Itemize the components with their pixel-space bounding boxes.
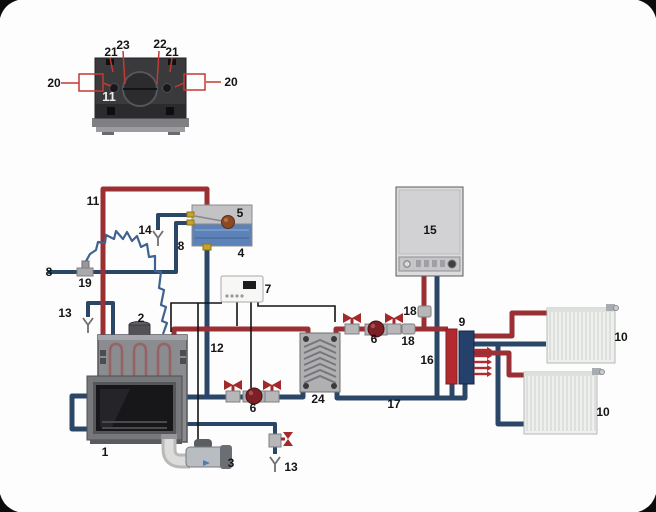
controller-body [220, 275, 264, 303]
funnel-13-left [82, 317, 94, 333]
pipe-fill-8 [48, 221, 193, 274]
label-6-left: 6 [250, 401, 257, 415]
pipe-fireplace-to-exchanger [171, 326, 311, 336]
manifold-outlets [474, 347, 492, 377]
tank-fitting-upper [186, 211, 195, 218]
float-rod [194, 215, 223, 222]
valve-right-a [343, 313, 361, 335]
boiler [395, 186, 464, 277]
float-ball [221, 215, 235, 229]
label-20-right: 20 [224, 75, 238, 89]
fireplace-top-view: 21 23 22 21 20 20 11 [47, 37, 238, 135]
valve-right-b [385, 313, 403, 335]
label-4: 4 [238, 246, 245, 260]
label-14: 14 [138, 223, 152, 237]
label-16: 16 [420, 353, 434, 367]
schematic-labels: 11 14 8 5 4 8 19 13 2 7 12 15 6 6 18 18 … [46, 194, 628, 474]
label-13-left: 13 [58, 306, 72, 320]
flexible-coil-hose [84, 229, 169, 335]
pipe-17 [334, 384, 468, 401]
valve-left-a [224, 380, 242, 403]
label-11: 11 [87, 194, 100, 208]
pipe-11-supply-to-tank [100, 186, 210, 335]
funnel-13-bottom [269, 456, 281, 472]
label-18-horizontal: 18 [401, 334, 415, 348]
controller [220, 275, 264, 303]
label-21-right: 21 [165, 45, 179, 59]
label-3: 3 [228, 456, 235, 470]
radiator-valve [592, 368, 601, 375]
wire-to-right-pump [257, 302, 336, 322]
radiator-valve [606, 304, 615, 311]
tank-fitting-lower [186, 219, 195, 226]
label-10-lower: 10 [596, 405, 610, 419]
radiator-fins [526, 375, 596, 431]
label-18-vertical: 18 [403, 304, 417, 318]
label-20-left: 20 [47, 76, 61, 90]
funnel-14 [152, 230, 164, 246]
radiator-lower [523, 368, 605, 435]
label-21-left: 21 [104, 45, 118, 59]
pipe-radiator-upper-supply [460, 310, 547, 339]
label-10-upper: 10 [614, 330, 628, 344]
top-view-base [92, 118, 189, 127]
label-1: 1 [102, 445, 109, 459]
leader-lines [61, 50, 221, 92]
label-6-right: 6 [371, 332, 378, 346]
label-24: 24 [311, 392, 325, 406]
port-left [109, 83, 119, 93]
label-8-left: 8 [46, 265, 53, 279]
controller-wires [170, 302, 336, 441]
label-9: 9 [459, 315, 466, 329]
label-5: 5 [237, 206, 244, 220]
controller-display [243, 281, 256, 289]
fireplace [86, 321, 188, 444]
pipe-radiator-lower-supply [460, 350, 527, 378]
manifold-return-bar [458, 330, 475, 385]
fitting-18-horizontal [401, 323, 416, 335]
pipe-overflow-14 [156, 213, 193, 230]
fitting-19 [76, 260, 94, 277]
heat-exchanger [299, 332, 341, 393]
label-11-topview: 11 [102, 89, 116, 104]
label-2: 2 [138, 311, 145, 325]
label-22: 22 [153, 37, 167, 51]
manifold [445, 328, 492, 385]
pump-left [242, 387, 266, 405]
radiator-fins [549, 311, 611, 360]
label-13-bottom: 13 [284, 460, 298, 474]
label-19: 19 [78, 276, 92, 290]
pipe-radiator-lower-return [495, 346, 525, 427]
label-7: 7 [265, 282, 272, 296]
pump-right [364, 320, 388, 338]
label-17: 17 [387, 397, 401, 411]
label-12: 12 [210, 341, 224, 355]
exchanger-plates [303, 338, 337, 384]
expansion-tank [186, 204, 253, 251]
water-jacket-coil [108, 342, 172, 390]
label-23: 23 [116, 38, 130, 52]
wire-sensor-left [170, 302, 222, 332]
tank-water [191, 223, 253, 247]
fitting-18-vertical [417, 305, 432, 318]
label-8-tank: 8 [178, 239, 185, 253]
port-right [162, 83, 172, 93]
flue-duct-and-fan [161, 434, 232, 469]
label-15: 15 [423, 223, 437, 237]
radiator-upper [546, 304, 619, 364]
manifold-supply-bar [445, 328, 458, 385]
valve-left-b [263, 380, 281, 403]
tank-fitting-bottom [202, 243, 212, 251]
drain-valve-13 [268, 432, 293, 448]
